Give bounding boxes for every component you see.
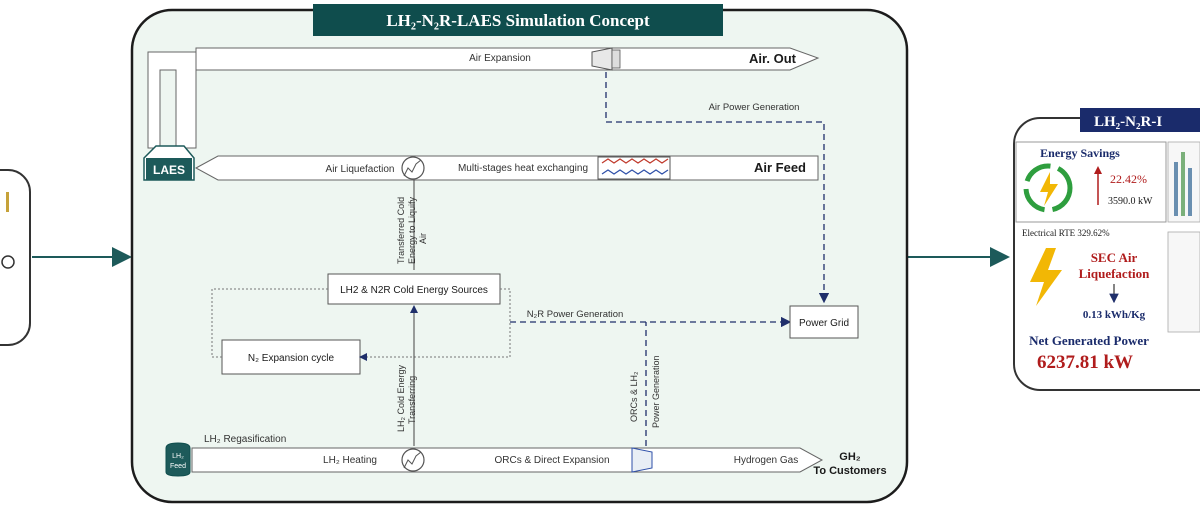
n2-cycle-box xyxy=(221,339,361,375)
laes-label-box xyxy=(146,158,192,180)
air-expansion-label: Air Expansion xyxy=(469,53,531,64)
power-grid-box xyxy=(789,305,859,339)
multi-stage-heat-label: Multi-stages heat exchanging xyxy=(458,163,588,174)
sec-title-1: SEC Air xyxy=(1091,250,1138,265)
h2-expander-icon xyxy=(631,447,653,473)
mini-chart-bar xyxy=(1174,162,1178,216)
n2-cycle-label: N₂ Expansion cycle xyxy=(248,353,335,364)
lh2-hx-zigzag xyxy=(403,451,422,469)
transferred-cold-label: Transferred Cold Energy to Liquify Air xyxy=(396,196,428,264)
electrical-rte: Electrical RTE 329.62% xyxy=(1022,228,1110,238)
net-power-value: 6237.81 kW xyxy=(1037,352,1133,373)
lh2-cold-text-2: Transferring xyxy=(407,376,417,424)
savings-kw: 3590.0 kW xyxy=(1108,196,1153,207)
mini-chart-bar xyxy=(1181,152,1185,216)
air-expansion-bar xyxy=(195,47,820,71)
air-power-dashed-line xyxy=(605,72,830,304)
transferred-cold-text-1: Transferred Cold xyxy=(396,197,406,264)
air-expander-icon xyxy=(591,47,613,71)
hx-blue-wave xyxy=(601,169,669,175)
n2r-power-label: N₂R Power Generation xyxy=(527,309,624,320)
energy-savings-title: Energy Savings xyxy=(1040,146,1120,160)
lh2-regas-bar xyxy=(191,447,824,473)
left-panel-glyph xyxy=(6,192,9,212)
lh2-cold-label: LH₂ Cold Energy Transferring xyxy=(396,364,417,432)
right-banner-text: LH₂-N₂R-I xyxy=(1094,114,1162,130)
net-power-title: Net Generated Power xyxy=(1029,333,1149,348)
lh2-feed-tank xyxy=(165,442,191,477)
air-liquefaction-label: Air Liquefaction xyxy=(326,164,395,175)
title-banner xyxy=(313,4,723,36)
mini-table-thumbnail xyxy=(1167,231,1200,333)
lh2-heating-label: LH₂ Heating xyxy=(323,455,377,466)
recycle-icon xyxy=(1023,163,1073,213)
air-power-label: Air Power Generation xyxy=(709,102,800,113)
title-banner-text: LH₂-N₂R-LAES Simulation Concept xyxy=(386,11,650,30)
up-arrow-head xyxy=(1094,166,1102,174)
lh2-regas-label: LH₂ Regasification xyxy=(204,434,286,445)
transferred-cold-text-2: Energy to Liquify xyxy=(407,196,417,264)
lh2-cold-text-1: LH₂ Cold Energy xyxy=(396,364,406,432)
hydrogen-gas-label: Hydrogen Gas xyxy=(734,455,798,466)
lh2-feed-label-2: Feed xyxy=(170,463,186,470)
left-panel-circle-glyph xyxy=(1,255,15,269)
lh2-feed-label-1: LH₂ xyxy=(172,453,184,460)
sec-bolt-icon xyxy=(1030,248,1062,306)
to-customers-label: To Customers xyxy=(813,465,886,477)
air-out-label: Air. Out xyxy=(749,51,797,66)
savings-bolt-icon xyxy=(1040,172,1058,206)
left-panel-partial xyxy=(0,169,31,346)
air-hx-zigzag xyxy=(403,159,422,177)
hx-red-wave xyxy=(601,158,669,164)
sec-value: 0.13 kWh/Kg xyxy=(1083,309,1146,321)
laes-label: LAES xyxy=(153,163,185,177)
laes-vertical-pipe xyxy=(147,51,197,149)
cold-sources-label: LH2 & N2R Cold Energy Sources xyxy=(340,285,488,296)
orcs-direct-label: ORCs & Direct Expansion xyxy=(494,455,609,466)
mini-chart-bar xyxy=(1188,168,1192,216)
orcs-power-label: ORCs & LH₂ Power Generation xyxy=(629,355,661,428)
air-expander-shaft xyxy=(611,49,621,69)
power-grid-label: Power Grid xyxy=(799,318,849,329)
multi-stage-hx-box xyxy=(597,156,671,180)
sec-title-2: Liquefaction xyxy=(1079,266,1151,281)
orcs-power-text-1: ORCs & LH₂ xyxy=(629,371,639,422)
gh2-label: GH₂ xyxy=(839,451,861,463)
n2-cycle-loop-left xyxy=(211,288,328,358)
transferred-cold-text-3: Air xyxy=(418,233,428,244)
n2-cycle-loop-right xyxy=(359,288,511,361)
main-panel xyxy=(130,8,909,504)
savings-percent: 22.42% xyxy=(1110,172,1147,186)
right-banner xyxy=(1080,108,1200,132)
air-feed-label: Air Feed xyxy=(754,160,806,175)
orcs-power-text-2: Power Generation xyxy=(651,355,661,428)
